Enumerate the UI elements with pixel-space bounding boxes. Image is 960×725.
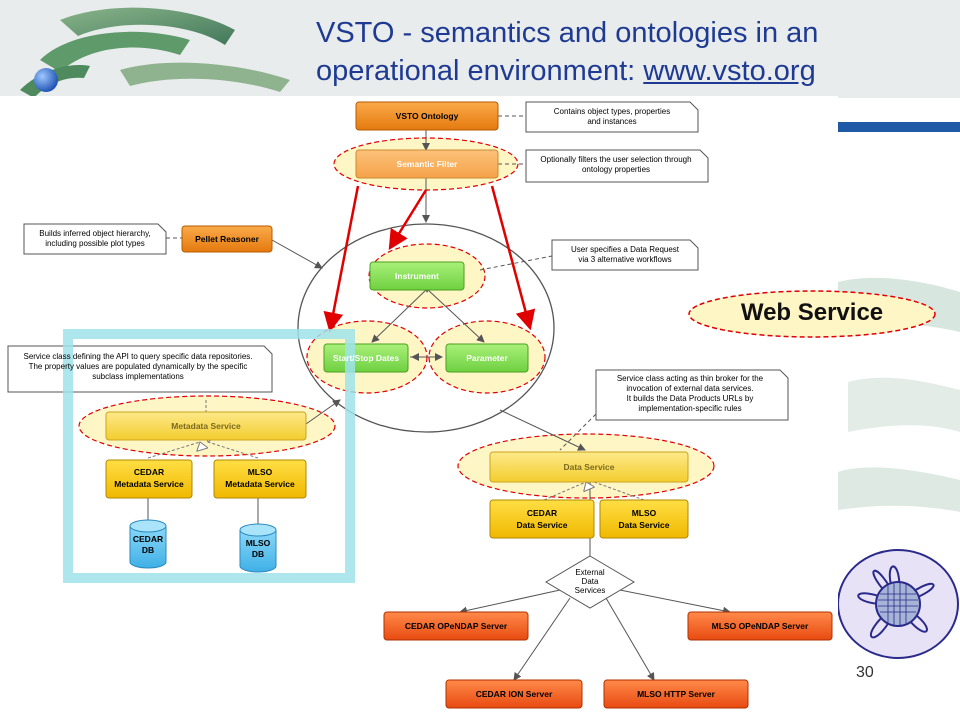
note-filter [525, 149, 709, 183]
semantic-filter-label: Semantic Filter [397, 159, 459, 169]
cedar-db-icon [129, 519, 167, 569]
pellet-reasoner-label: Pellet Reasoner [195, 234, 259, 244]
mlso-http-label: MLSO HTTP Server [637, 689, 715, 699]
note-reasoner [23, 223, 167, 255]
external-label-3: Services [575, 586, 606, 595]
web-service-ellipse [688, 290, 936, 338]
note-metadata-line-1: Service class defining the API to query … [23, 352, 252, 361]
semantic-filter-box [355, 149, 499, 179]
mlso-data-box [599, 499, 689, 539]
cedar-db-label-1: CEDAR [133, 534, 163, 544]
cedar-db-label-2: DB [142, 545, 154, 555]
data-service-label: Data Service [563, 462, 614, 472]
title-line-1: VSTO - semantics and ontologies in an [316, 17, 819, 49]
note-reasoner-line-1: Builds inferred object hierarchy, [39, 229, 150, 238]
accent-bar [838, 122, 960, 132]
page-number: 30 [856, 664, 874, 681]
metadata-service-label: Metadata Service [171, 421, 241, 431]
mlso-opendap-label: MLSO OPeNDAP Server [712, 621, 809, 631]
external-data-diamond [545, 555, 635, 609]
pellet-reasoner-box [181, 225, 273, 253]
cedar-data-label-2: Data Service [516, 520, 567, 530]
mlso-opendap-box [687, 611, 833, 641]
mlso-data-label-2: Data Service [618, 520, 669, 530]
globe-logo-icon [20, 7, 290, 98]
mlso-http-box [603, 679, 749, 709]
mlso-metadata-label-1: MLSO [248, 467, 273, 477]
parameter-label: Parameter [466, 353, 508, 363]
instrument-label: Instrument [395, 271, 439, 281]
data-service-box [489, 451, 689, 483]
note-filter-line-1: Optionally filters the user selection th… [540, 155, 691, 164]
note-ontology-line-1: Contains object types, properties [554, 107, 671, 116]
note-metadata-line-2: The property values are populated dynami… [29, 362, 248, 371]
seal-emblem-icon [837, 549, 959, 659]
external-label-1: External [575, 568, 605, 577]
cedar-metadata-label-1: CEDAR [134, 467, 164, 477]
mlso-db-label-1: MLSO [246, 538, 271, 548]
instrument-box [369, 261, 465, 291]
note-filter-line-2: ontology properties [582, 165, 650, 174]
title-line-2: operational environment: www.vsto.org [316, 52, 936, 90]
mlso-data-label-1: MLSO [632, 508, 657, 518]
web-service-label: Web Service [740, 299, 884, 326]
note-ontology-line-2: and instances [587, 117, 636, 126]
vsto-ontology-label: VSTO Ontology [396, 111, 459, 121]
external-label-2: Data [582, 577, 599, 586]
cedar-ion-box [445, 679, 583, 709]
note-data-line-2: invocation of external data services. [626, 384, 753, 393]
slide-title: VSTO - semantics and ontologies in an op… [316, 14, 936, 90]
note-metadata-line-3: subclass implementations [92, 372, 184, 381]
cedar-ion-label: CEDAR ION Server [476, 689, 553, 699]
mlso-db-icon [239, 523, 277, 573]
note-request-line-1: User specifies a Data Request [571, 245, 680, 254]
vsto-link[interactable]: www.vsto.org [643, 55, 816, 87]
request-ellipse [297, 223, 555, 433]
cedar-data-box [489, 499, 595, 539]
cedar-metadata-label-2: Metadata Service [114, 479, 184, 489]
note-data-line-3: It builds the Data Products URLs by [627, 394, 754, 403]
mlso-metadata-box [213, 459, 307, 499]
cedar-data-label-1: CEDAR [527, 508, 557, 518]
parameter-box [445, 343, 529, 373]
note-request-line-2: via 3 alternative workflows [578, 255, 671, 264]
metadata-service-box [105, 411, 307, 441]
cedar-opendap-box [383, 611, 529, 641]
mlso-metadata-label-2: Metadata Service [225, 479, 295, 489]
note-reasoner-line-2: including possible plot types [45, 239, 145, 248]
cedar-metadata-box [105, 459, 193, 499]
title-line-2-text: operational environment: [316, 55, 644, 87]
metadata-highlight-frame [63, 329, 355, 583]
mlso-db-label-2: DB [252, 549, 264, 559]
diagram-canvas: VSTO Ontology Semantic Filter Pellet Rea… [0, 96, 838, 720]
start-stop-dates-label: Start/Stop Dates [333, 353, 399, 363]
note-request [551, 239, 699, 271]
note-metadata [7, 345, 273, 393]
note-ontology [525, 101, 699, 133]
note-data-line-4: implementation-specific rules [638, 404, 741, 413]
cedar-opendap-label: CEDAR OPeNDAP Server [405, 621, 508, 631]
note-data-line-1: Service class acting as thin broker for … [617, 374, 764, 383]
architecture-diagram: VSTO Ontology Semantic Filter Pellet Rea… [7, 101, 833, 709]
note-data [595, 369, 789, 421]
vsto-ontology-box [355, 101, 499, 131]
